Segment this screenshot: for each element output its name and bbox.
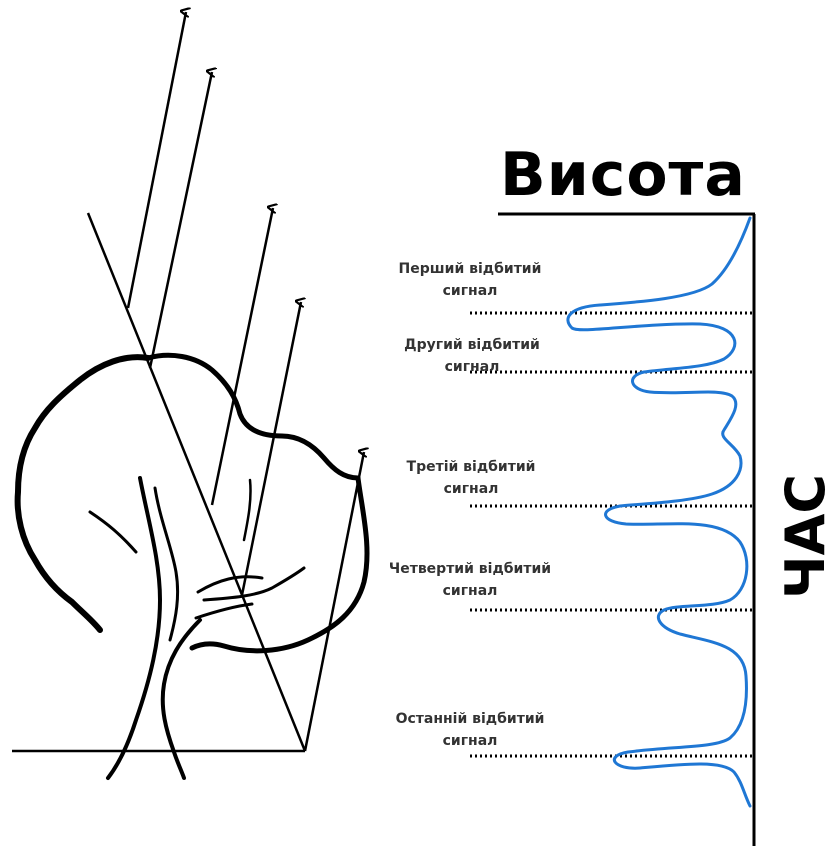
time-axis-title: ЧАС xyxy=(771,479,827,599)
return-label-4-line1: Четвертий відбитий xyxy=(365,558,575,580)
return-label-2: Другий відбитий сигнал xyxy=(367,334,577,378)
tree-branch-3 xyxy=(204,568,304,600)
tree-crown-outline xyxy=(18,357,148,630)
tree-branch-1 xyxy=(90,512,136,552)
tree-trunk-left xyxy=(108,478,160,778)
return-label-1-line2: сигнал xyxy=(365,280,575,302)
tree-branch-2 xyxy=(198,577,262,592)
fourth-return-beam xyxy=(242,302,301,595)
tree-crown-top xyxy=(148,355,358,478)
return-label-3-line2: сигнал xyxy=(366,478,576,500)
height-axis-title: Висота xyxy=(500,140,750,210)
tree-branch-5 xyxy=(244,480,251,540)
return-label-2-line2: сигнал xyxy=(367,356,577,378)
return-label-4: Четвертий відбитий сигнал xyxy=(365,558,575,602)
return-markers xyxy=(470,313,752,756)
return-label-4-line2: сигнал xyxy=(365,580,575,602)
return-label-5-line1: Останній відбитий xyxy=(365,708,575,730)
return-label-2-line1: Другий відбитий xyxy=(367,334,577,356)
tree-branch-4 xyxy=(196,604,252,618)
return-label-1: Перший відбитий сигнал xyxy=(365,258,575,302)
first-return-beam xyxy=(128,12,186,308)
return-label-3-line1: Третій відбитий xyxy=(366,456,576,478)
return-label-3: Третій відбитий сигнал xyxy=(366,456,576,500)
third-return-beam xyxy=(212,208,273,505)
return-label-5-line2: сигнал xyxy=(365,730,575,752)
return-waveform xyxy=(568,218,750,806)
second-return-beam xyxy=(150,72,212,368)
incoming-laser-beam xyxy=(88,213,305,751)
tree-icon xyxy=(18,355,367,778)
return-label-5: Останній відбитий сигнал xyxy=(365,708,575,752)
tree-trunk-right xyxy=(163,620,200,778)
return-label-1-line1: Перший відбитий xyxy=(365,258,575,280)
